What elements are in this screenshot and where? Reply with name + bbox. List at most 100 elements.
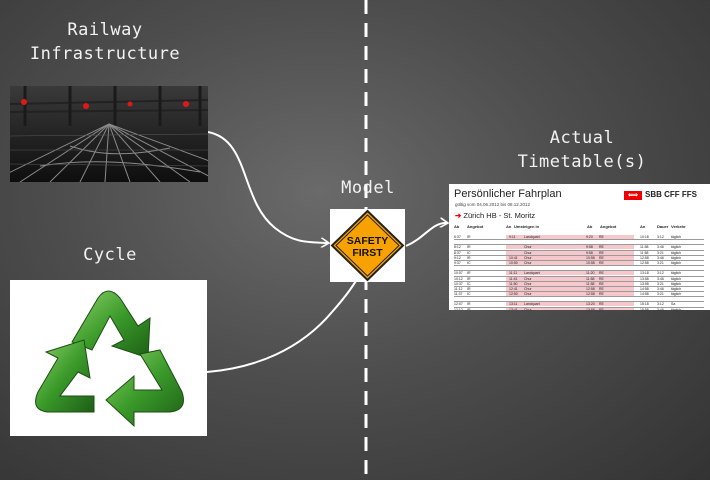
table-cell: 10:41 bbox=[509, 255, 518, 260]
table-cell: 12:58 bbox=[640, 260, 649, 265]
table-cell: 9:12 bbox=[454, 255, 461, 260]
table-row bbox=[454, 297, 704, 303]
table-cell: Chur bbox=[524, 260, 532, 265]
table-cell: 3:46 bbox=[657, 286, 664, 291]
sign-text-line1: SAFETY bbox=[346, 235, 389, 247]
actual-timetable-label: Actual Timetable(s) bbox=[517, 128, 647, 172]
table-cell: 3:21 bbox=[657, 260, 664, 265]
sign-text-line2: FIRST bbox=[352, 247, 383, 259]
table-cell: 10:58 bbox=[586, 260, 595, 265]
timetable-header-cell: Ab bbox=[587, 224, 593, 229]
table-cell: 12:12 bbox=[454, 307, 463, 310]
table-cell: IC bbox=[467, 250, 471, 255]
table-cell: RE bbox=[599, 245, 604, 250]
table-cell: 8:12 bbox=[454, 245, 461, 250]
table-cell: IR bbox=[467, 245, 471, 250]
table-cell: 9:58 bbox=[586, 250, 593, 255]
table-cell: 11:20 bbox=[586, 271, 595, 276]
table-cell: IR bbox=[467, 235, 471, 239]
table-cell: 13:58 bbox=[640, 281, 649, 286]
sbb-logo-text: SBB CFF FFS bbox=[645, 190, 697, 199]
table-cell: IR bbox=[467, 255, 471, 260]
table-cell: RE bbox=[599, 286, 604, 291]
table-cell: 14:58 bbox=[640, 292, 649, 297]
table-cell: RE bbox=[599, 255, 604, 260]
table-cell: 13:58 bbox=[586, 307, 595, 310]
table-row bbox=[454, 266, 704, 272]
table-cell: RE bbox=[599, 276, 604, 281]
timetable-header-cell: Angebot bbox=[467, 224, 484, 229]
table-cell: IC bbox=[467, 292, 471, 297]
table-cell: RE bbox=[599, 250, 604, 255]
table-cell: 10:12 bbox=[454, 276, 463, 281]
timetable-header-cell: Ab bbox=[454, 224, 460, 229]
table-cell: Landquart bbox=[524, 235, 540, 239]
table-cell: 13:18 bbox=[640, 271, 649, 276]
table-cell: RE bbox=[599, 302, 604, 307]
table-cell: 12:58 bbox=[586, 292, 595, 297]
table-cell: 13:58 bbox=[640, 276, 649, 281]
table-cell: 11:12 bbox=[454, 286, 463, 291]
table-cell: RE bbox=[599, 281, 604, 286]
table-cell: 9:37 bbox=[454, 260, 461, 265]
table-cell: täglich bbox=[671, 271, 682, 276]
table-cell: Chur bbox=[524, 292, 532, 297]
table-cell: 3:21 bbox=[657, 292, 664, 297]
table-cell: IR bbox=[467, 307, 471, 310]
table-cell: 12:50 bbox=[509, 292, 518, 297]
table-cell: 8:37 bbox=[454, 250, 461, 255]
table-cell: täglich bbox=[671, 235, 682, 239]
timetable-header-cell: Verkehr bbox=[671, 224, 686, 229]
table-cell: Chur bbox=[524, 255, 532, 260]
route-line: ➔ Zürich HB - St. Moritz bbox=[455, 211, 535, 220]
table-cell: 15:58 bbox=[640, 307, 649, 310]
table-cell: 3:46 bbox=[657, 307, 664, 310]
table-cell: 10:50 bbox=[509, 260, 518, 265]
arrow-model-to-timetable bbox=[405, 223, 447, 247]
table-cell: täglich bbox=[671, 250, 682, 255]
table-cell: Landquart bbox=[524, 302, 540, 307]
table-cell: 12:58 bbox=[586, 286, 595, 291]
railway-infrastructure-label: Railway Infrastructure bbox=[29, 20, 181, 64]
validity-text: gültig vom 04.06.2012 bis 08.12.2012 bbox=[455, 202, 531, 207]
table-cell: 14:58 bbox=[640, 286, 649, 291]
safety-first-model: SAFETY FIRST bbox=[330, 209, 405, 282]
table-cell: IR bbox=[467, 271, 471, 276]
table-cell: 3:21 bbox=[657, 250, 664, 255]
railway-photo bbox=[10, 86, 208, 182]
table-cell: 15:18 bbox=[640, 302, 649, 307]
table-cell: 11:50 bbox=[509, 281, 518, 286]
table-cell: 11:11 bbox=[509, 271, 518, 276]
table-cell: 3:46 bbox=[657, 245, 664, 250]
table-cell: täglich bbox=[671, 281, 682, 286]
table-cell: 9:20 bbox=[586, 235, 593, 239]
route-arrow-icon: ➔ bbox=[455, 211, 462, 220]
table-cell: täglich bbox=[671, 286, 682, 291]
timetable-document: Persönlicher Fahrplan ⟺ SBB CFF FFS gült… bbox=[449, 184, 710, 310]
table-cell: 11:37 bbox=[454, 292, 463, 297]
table-cell: 12:41 bbox=[509, 286, 518, 291]
arrow-cycle-to-model bbox=[206, 272, 361, 373]
table-cell: RE bbox=[599, 260, 604, 265]
table-cell: IC bbox=[467, 260, 471, 265]
table-cell: Landquart bbox=[524, 271, 540, 276]
table-cell: 3:12 bbox=[657, 235, 664, 239]
table-cell: IR bbox=[467, 286, 471, 291]
table-cell: 13:20 bbox=[586, 302, 595, 307]
recycle-cycle-image bbox=[10, 280, 207, 436]
recycle-icon bbox=[35, 290, 184, 428]
table-cell: 6:37 bbox=[454, 235, 461, 239]
table-cell: 11:41 bbox=[509, 276, 518, 281]
timetable-header-cell: Umsteigen in bbox=[514, 224, 540, 229]
table-cell: 11:58 bbox=[586, 281, 595, 286]
